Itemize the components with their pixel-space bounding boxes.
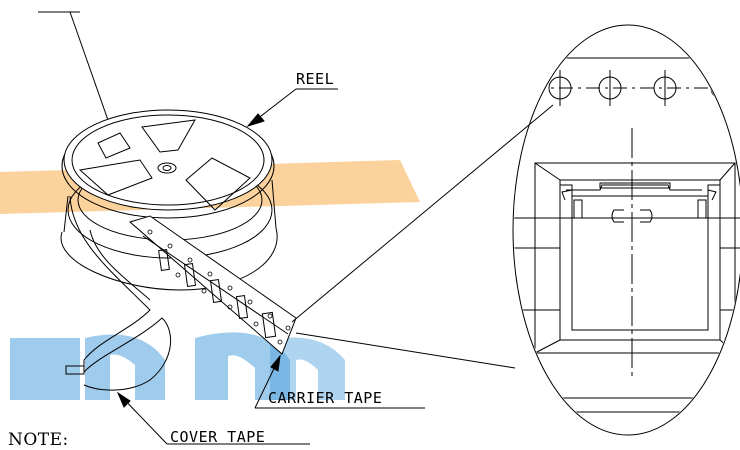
reel-hub-inner	[162, 165, 172, 171]
carrier-pocket	[261, 311, 277, 339]
reel-back-flange	[60, 227, 278, 291]
cover-tape-end	[65, 365, 85, 375]
detail-view-ellipse	[512, 24, 740, 436]
watermark-blue-letter-3	[270, 337, 345, 400]
reel-arrowhead	[246, 113, 265, 127]
carrier-tape-edge-line	[142, 235, 289, 335]
reel-label: REEL	[296, 70, 335, 88]
pocket-inner	[571, 195, 709, 331]
zoom-line-upper	[291, 104, 554, 323]
carrier-pocket	[158, 248, 170, 272]
watermark-blue-letter-2	[195, 332, 290, 400]
pocket-mid	[559, 179, 721, 341]
pocket-hole-right	[640, 209, 653, 223]
reel-window-left	[78, 159, 153, 196]
pocket-hole-left	[611, 209, 624, 223]
zoom-line-lower	[295, 332, 516, 369]
carrier-pocket	[235, 294, 249, 320]
cover-tape-arrowhead	[116, 391, 131, 408]
sprocket-hole	[710, 76, 734, 100]
cover-tape-label: COVER TAPE	[170, 428, 266, 446]
detail-view-contents	[514, 57, 740, 413]
reel-hub-outer	[157, 162, 177, 174]
top-label-arrow-line	[69, 11, 116, 141]
note-heading: NOTE:	[8, 430, 69, 450]
carrier-tape-label: CARRIER TAPE	[268, 389, 383, 407]
reel-front-flange	[63, 109, 273, 211]
carrier-pocket	[209, 278, 223, 304]
reel-window-top	[141, 119, 196, 153]
reel-flange-inner	[71, 114, 265, 206]
carrier-tape-outline	[128, 215, 297, 355]
cover-tape-strip	[69, 195, 172, 391]
reel-window-right	[185, 157, 251, 211]
reel-hub-side	[63, 179, 277, 233]
carrier-sprocket-holes	[147, 229, 291, 345]
carrier-pocket	[183, 262, 197, 288]
watermark-blue-letter-1	[85, 334, 165, 400]
reel-label-square	[97, 132, 131, 159]
cover-tape-edge	[89, 229, 151, 301]
carrier-tape	[128, 215, 297, 355]
carrier-tape-arrowhead	[270, 354, 281, 372]
watermark-blue-bar	[10, 338, 80, 400]
